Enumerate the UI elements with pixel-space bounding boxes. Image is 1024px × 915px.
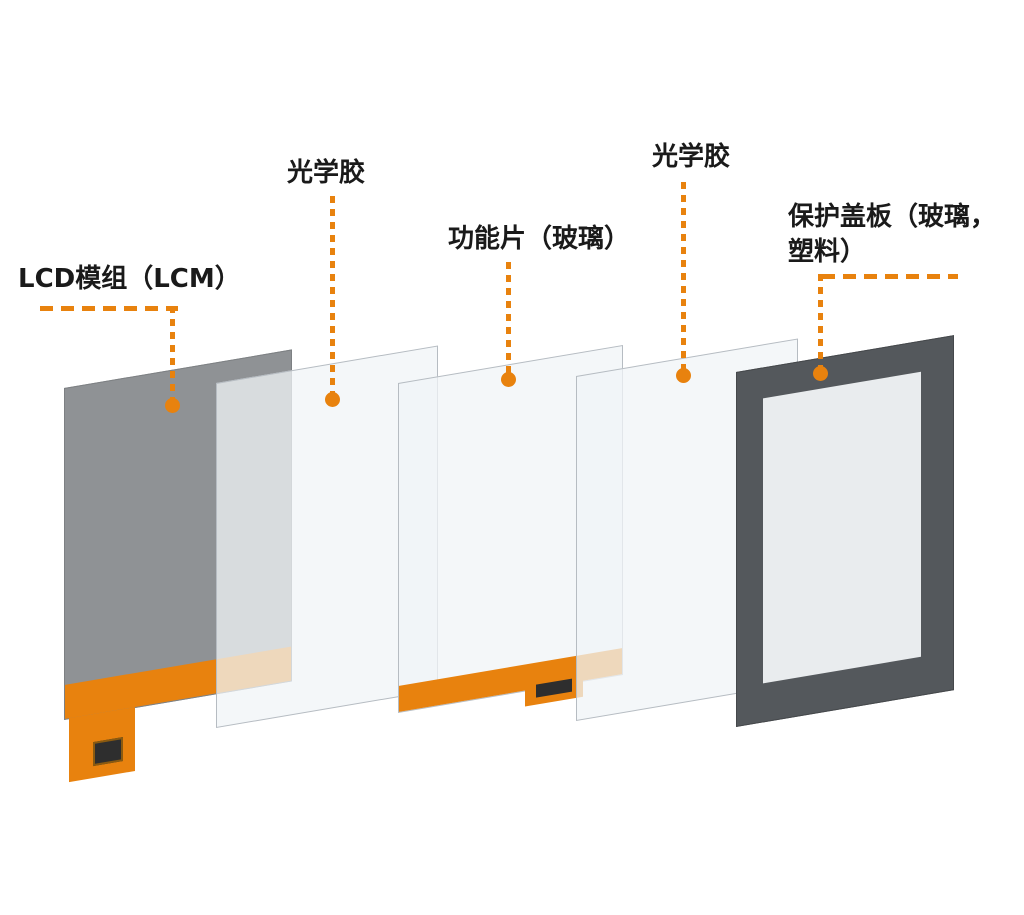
- label-oca-right: 光学胶: [652, 142, 731, 172]
- label-sensor-glass: 功能片（玻璃）: [448, 224, 631, 254]
- leader-line-lcd-v: [170, 306, 175, 400]
- anchor-dot-oca-right: [676, 368, 691, 383]
- anchor-dot-lcd: [165, 398, 180, 413]
- label-oca-left: 光学胶: [287, 158, 366, 188]
- lcd-connector-chip: [93, 737, 123, 767]
- anchor-dot-sensor: [501, 372, 516, 387]
- leader-line-cover-v: [818, 274, 823, 368]
- cover-window: [763, 371, 921, 684]
- label-lcd-module: LCD模组（LCM）: [18, 264, 241, 294]
- anchor-dot-cover: [813, 366, 828, 381]
- leader-line-sensor: [506, 262, 511, 374]
- lcd-flex-tab: [69, 706, 135, 783]
- sensor-connector-chip: [536, 678, 572, 698]
- leader-line-oca-right: [681, 182, 686, 370]
- layer-cover-plate: [736, 335, 954, 727]
- leader-line-oca-left: [330, 196, 335, 394]
- leader-line-lcd-h: [40, 306, 178, 311]
- anchor-dot-oca-left: [325, 392, 340, 407]
- label-cover-plate: 保护盖板（玻璃，塑料）: [788, 202, 997, 268]
- leader-line-cover-h: [822, 274, 958, 279]
